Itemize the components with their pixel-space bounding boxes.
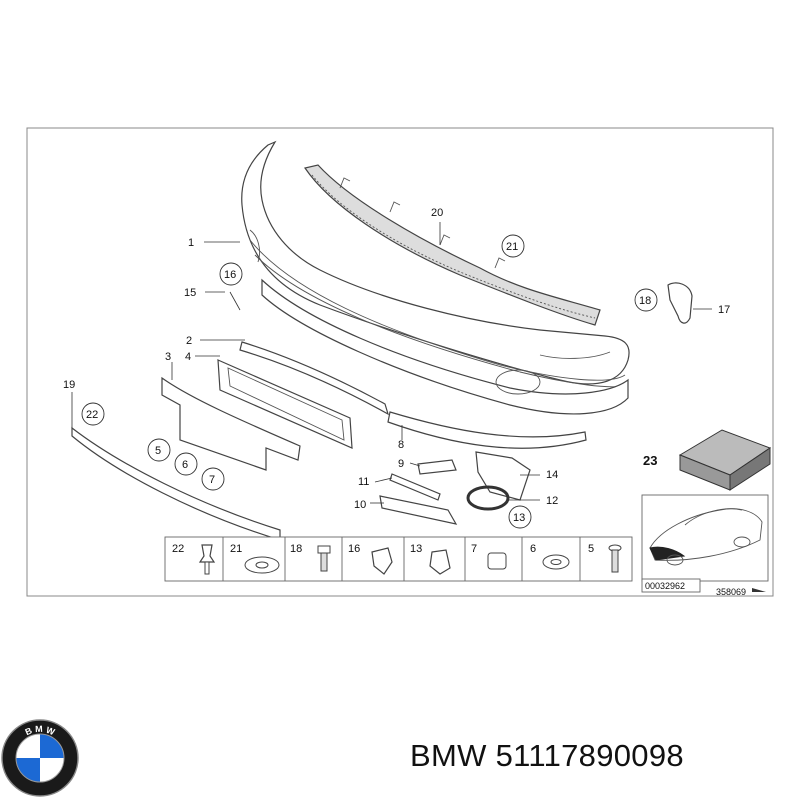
bumper-cover (241, 140, 630, 415)
callout-15: 15 (184, 287, 196, 299)
callout-7: 7 (209, 474, 215, 486)
part-10-duct (379, 495, 458, 525)
callout-20: 20 (431, 207, 443, 219)
callout-8: 8 (398, 439, 404, 451)
callout-labels: 1 2 3 4 5 6 7 8 9 10 11 12 13 14 15 16 1… (63, 207, 730, 524)
callout-6: 6 (182, 459, 188, 471)
leader-lines (71, 222, 712, 504)
callout-13: 13 (513, 512, 525, 524)
fog-ring (466, 485, 510, 511)
upper-strip (239, 341, 389, 416)
lower-strip (387, 411, 587, 449)
grille-mesh (304, 164, 601, 326)
legend-label-21: 21 (230, 543, 242, 555)
callout-19: 19 (63, 379, 75, 391)
legend-label-6: 6 (530, 543, 536, 555)
callout-2: 2 (186, 335, 192, 347)
callout-1: 1 (188, 237, 194, 249)
legend-label-5: 5 (588, 543, 594, 555)
license-plate-holder (161, 376, 301, 471)
legend-label-16: 16 (348, 543, 360, 555)
callout-circles (81, 234, 658, 529)
callout-23: 23 (643, 453, 657, 468)
callout-18: 18 (639, 295, 651, 307)
inset-code: 00032962 (645, 581, 685, 591)
callout-12: 12 (546, 495, 558, 507)
part-23-box (678, 429, 772, 491)
callout-10: 10 (354, 499, 366, 511)
callout-9: 9 (398, 458, 404, 470)
callout-14: 14 (546, 469, 558, 481)
callout-11: 11 (358, 476, 369, 488)
bracket-part (667, 282, 693, 324)
callout-17: 17 (718, 304, 730, 316)
callout-4: 4 (185, 351, 191, 363)
legend-label-13: 13 (410, 543, 422, 555)
part-9-cover (417, 459, 457, 475)
callout-22: 22 (86, 409, 98, 421)
license-frame (217, 359, 353, 449)
drawing-code: 358069 (716, 587, 746, 597)
callout-5: 5 (155, 445, 161, 457)
callout-16: 16 (224, 269, 236, 281)
bmw-logo: B M W (1, 719, 79, 797)
bmw-logo-ring-text: B M W (24, 724, 57, 737)
callout-21: 21 (506, 241, 518, 253)
fastener-legend: 22 21 18 16 13 7 6 5 (164, 536, 633, 582)
legend-label-22: 22 (172, 543, 184, 555)
callout-3: 3 (165, 351, 171, 363)
car-inset: 00032962 (641, 494, 769, 593)
part-number-caption: BMW 51117890098 (410, 738, 684, 773)
legend-label-7: 7 (471, 543, 477, 555)
legend-label-18: 18 (290, 543, 302, 555)
